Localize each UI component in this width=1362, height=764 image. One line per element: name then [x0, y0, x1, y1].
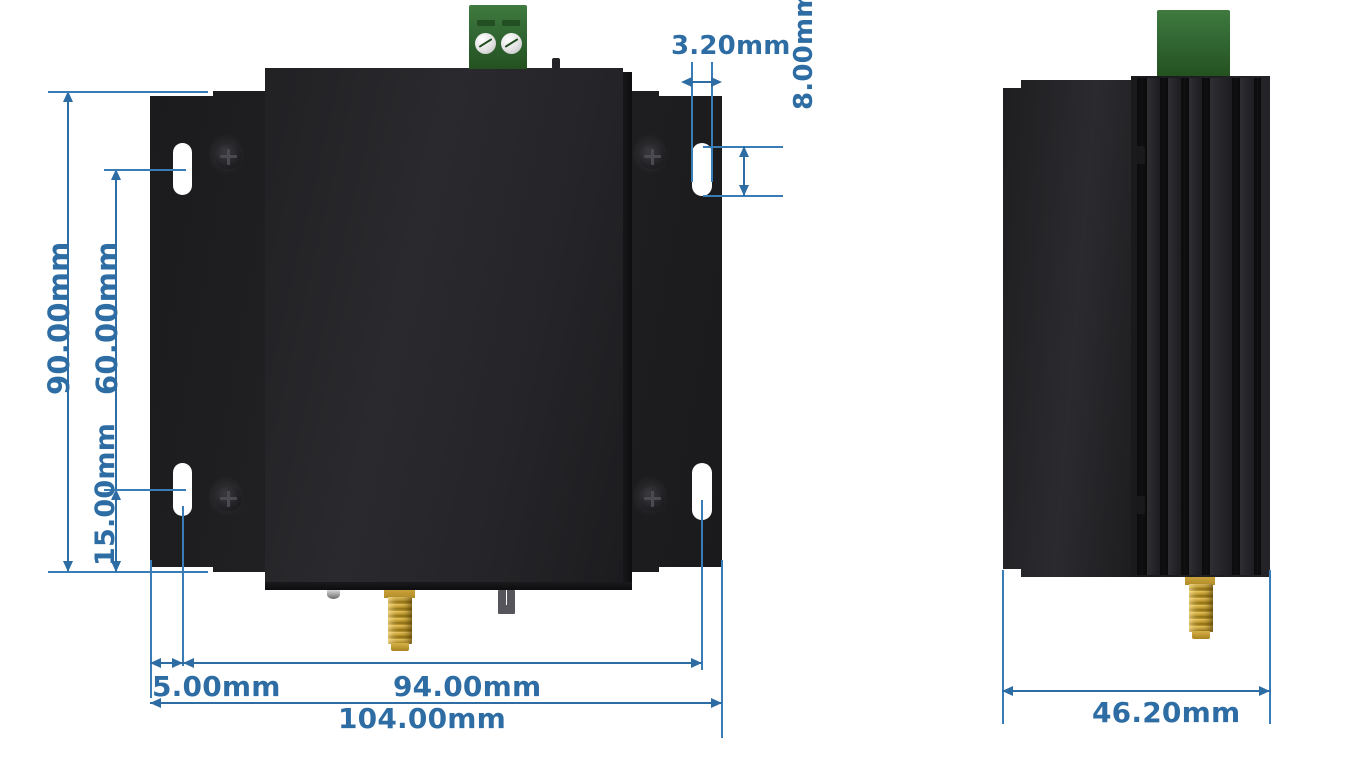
- dim-94mm-arrow-right: [691, 658, 702, 668]
- dim-5mm-arrow-right: [172, 658, 183, 668]
- dim-90mm-ext-bottom: [48, 571, 208, 573]
- main-body: [265, 68, 623, 590]
- dim-4620mm-line: [1002, 690, 1271, 692]
- dim-label-5mm: 5.00mm: [152, 670, 281, 703]
- side-plate-notch-top: [1003, 80, 1021, 88]
- heatsink-fin-3: [1181, 78, 1189, 575]
- dim-320mm-ext-left: [691, 62, 693, 182]
- dim-90mm-arrow-bottom: [63, 561, 73, 572]
- dim-94mm-arrow-left: [183, 658, 194, 668]
- dim-8mm-arrow-top: [739, 146, 749, 157]
- usb-port: [498, 590, 515, 614]
- dim-label-104mm: 104.00mm: [338, 702, 507, 735]
- dim-label-90mm: 90.00mm: [42, 241, 76, 395]
- dim-label-4620mm: 46.20mm: [1092, 696, 1241, 729]
- heatsink-fin-2: [1160, 78, 1168, 575]
- dim-60mm-line: [115, 169, 117, 572]
- dim-4620mm-ext-right: [1269, 570, 1271, 724]
- side-clip-bottom: [1136, 496, 1145, 514]
- dim-320mm-line: [691, 81, 712, 83]
- dim-60mm-arrow-top: [111, 169, 121, 180]
- indicator-dome: [327, 590, 340, 599]
- main-body-bottom-edge: [265, 582, 632, 590]
- dim-90mm-arrow-top: [63, 91, 73, 102]
- phillips-screw-top-left: [215, 144, 242, 169]
- dim-320mm-ext-right: [711, 62, 713, 182]
- mounting-plate-edge: [1003, 80, 1131, 577]
- heatsink-fin-ridge-2: [1168, 78, 1181, 575]
- dim-label-60mm: 60.00mm: [90, 241, 124, 395]
- mounting-slot-top-right: [692, 143, 712, 196]
- phillips-screw-bottom-left: [215, 486, 242, 511]
- sma-antenna-connector: [388, 597, 412, 644]
- dim-8mm-arrow-bottom: [739, 185, 749, 196]
- heatsink-fin-ridge-3: [1189, 78, 1202, 575]
- dim-15mm-line: [115, 489, 117, 572]
- terminal-notch-left: [477, 20, 495, 26]
- side-clip-top: [1136, 146, 1145, 164]
- dim-5mm-ext-right: [182, 506, 184, 666]
- plate-notch-top-left: [150, 91, 213, 96]
- side-sma-connector-tip: [1192, 631, 1210, 639]
- dim-94mm-ext-right: [701, 500, 703, 670]
- dim-4620mm-arrow-right: [1259, 686, 1270, 696]
- side-plate-notch-bottom: [1003, 569, 1021, 577]
- plate-notch-bottom-left: [150, 567, 213, 572]
- side-sma-connector-base: [1185, 577, 1215, 585]
- dim-90mm-ext-top: [48, 91, 208, 93]
- top-nub: [552, 58, 560, 69]
- sma-connector-tip: [391, 643, 409, 651]
- dim-label-320mm: 3.20mm: [671, 31, 791, 61]
- side-green-terminal-block: [1157, 10, 1230, 76]
- heatsink-fin-1: [1137, 78, 1147, 575]
- phillips-screw-bottom-right: [639, 486, 666, 511]
- dim-8mm-ext-bottom: [703, 195, 783, 197]
- dim-label-8mm: 8.00mm: [789, 0, 819, 110]
- dim-60mm-ext-top: [104, 169, 186, 171]
- heatsink-fin-ridge-1: [1147, 78, 1160, 575]
- dim-104mm-ext-right: [721, 560, 723, 738]
- dim-15mm-arrow-bottom: [111, 561, 121, 572]
- heatsink-fin-ridge-5: [1240, 78, 1254, 575]
- dim-320mm-arrow-right: [711, 77, 722, 87]
- dim-8mm-line: [743, 146, 745, 196]
- main-body-right-edge: [623, 72, 632, 590]
- dim-5mm-line: [150, 662, 183, 664]
- dim-4620mm-arrow-left: [1002, 686, 1013, 696]
- dim-15mm-ext: [104, 489, 186, 491]
- dim-90mm-line: [67, 91, 69, 572]
- heatsink-fin-4: [1202, 78, 1210, 575]
- plate-notch-top-right: [659, 91, 722, 96]
- side-sma-antenna-connector: [1189, 584, 1213, 632]
- dim-4620mm-ext-left: [1002, 570, 1004, 724]
- heatsink-fin-5: [1232, 78, 1240, 575]
- mounting-slot-bottom-right: [692, 463, 712, 520]
- sma-connector-base: [384, 590, 415, 598]
- heatsink-fin-ridge-4: [1210, 78, 1232, 575]
- dim-104mm-line: [150, 702, 722, 704]
- dim-15mm-arrow-top: [111, 489, 121, 500]
- heatsink-fin-6: [1254, 78, 1261, 575]
- phillips-screw-top-right: [639, 144, 666, 169]
- dim-label-94mm: 94.00mm: [393, 670, 542, 703]
- plate-notch-bottom-right: [659, 567, 722, 572]
- dim-94mm-line: [183, 662, 702, 664]
- dim-320mm-arrow-left: [681, 77, 692, 87]
- dim-5mm-arrow-left: [150, 658, 161, 668]
- dim-104mm-arrow-left: [150, 698, 161, 708]
- dim-label-15mm: 15.00mm: [90, 422, 121, 566]
- dim-104mm-arrow-right: [711, 698, 722, 708]
- terminal-notch-right: [502, 20, 520, 26]
- dim-5mm-ext-left: [150, 560, 152, 698]
